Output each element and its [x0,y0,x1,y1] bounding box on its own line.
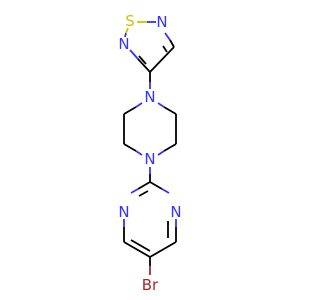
bond-c6-c5 [123,241,151,258]
bond-pip-n1-c-left [123,106,137,115]
bond-pip-c-right-n4-n [157,150,165,156]
bond-c2-n-left-double [138,190,149,197]
bond-pip-c-left-n4-n [135,150,143,156]
bond-c3-n-left-double [138,55,147,65]
atom-n-pyrimidine-right: N [170,203,181,221]
bond-pip-n1-c-right-n [157,102,165,108]
bond-pip-n1-c-left-n [135,102,143,108]
bond-n-top-c5-double [162,45,168,53]
atom-br: Br [142,276,159,294]
atom-n-thiadiazole-top: N [156,13,167,31]
bond-c4-c5 [149,241,177,258]
bond-c2-n-right [149,181,163,190]
bond-n-top-c5 [164,32,171,41]
bond-c2-n-left [137,181,151,190]
molecule-structure: S N N N N N N Br [118,12,181,294]
atom-n-piperazine-top: N [144,88,155,106]
bond-c3-n-left-n-half [129,49,139,60]
bond-n-top-c5-c [169,39,175,48]
bond-pip-n1-c-right [163,106,177,115]
atom-s-thiadiazole: S [125,12,135,30]
bond-n-left-s [124,32,127,38]
bond-c3-n-left [137,58,151,73]
bond-n-left-s-s-half [125,27,129,34]
atom-n-thiadiazole-left: N [118,35,129,53]
atom-n-pyrimidine-left: N [118,203,129,221]
bond-c2-n-right-n [161,188,170,194]
bond-pip-c-right-n4 [163,143,177,152]
bond-c5-c3 [149,46,175,73]
atom-n-piperazine-bottom: N [144,150,155,168]
bond-pip-c-left-n4 [123,143,137,152]
bond-c6-c5-double [130,239,151,252]
bond-c2-n-left-n [130,188,139,194]
